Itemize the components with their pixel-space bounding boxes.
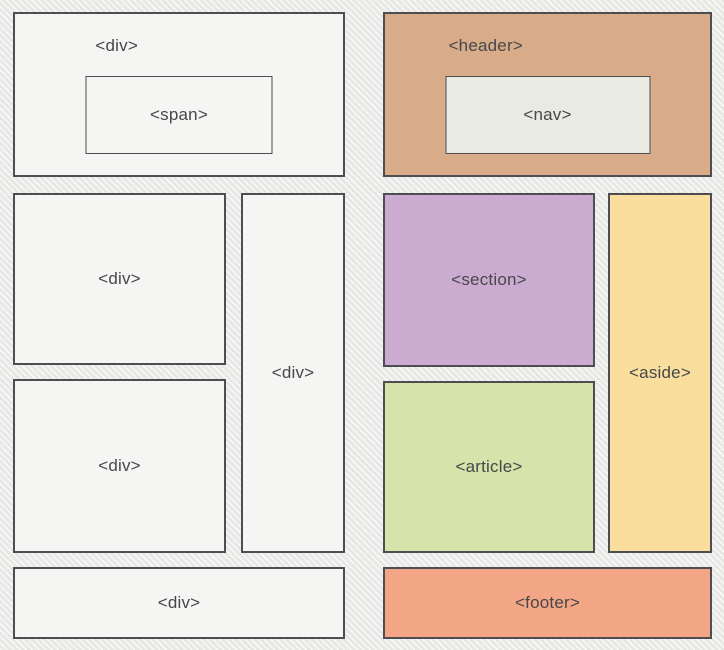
span-box: <span> <box>85 76 273 154</box>
footer-label: <footer> <box>515 593 580 612</box>
footer-box: <footer> <box>383 567 712 639</box>
div-secondary-label: <div> <box>98 456 141 475</box>
article-box: <article> <box>383 381 595 553</box>
span-label: <span> <box>150 105 208 124</box>
div-container-box: <div> <span> <box>13 12 345 177</box>
article-label: <article> <box>455 457 523 476</box>
section-box: <section> <box>383 193 595 367</box>
div-main-box: <div> <box>13 193 226 365</box>
header-box: <header> <nav> <box>383 12 712 177</box>
section-label: <section> <box>451 270 527 289</box>
div-bottom-label: <div> <box>157 593 201 612</box>
header-label: <header> <box>448 36 523 55</box>
div-secondary-box: <div> <box>13 379 226 553</box>
aside-box: <aside> <box>608 193 712 553</box>
div-bottom-box: <div> <box>13 567 345 639</box>
div-container-label: <div> <box>95 36 138 55</box>
nav-label: <nav> <box>523 105 572 124</box>
div-sidebar-label: <div> <box>271 363 315 382</box>
div-sidebar-box: <div> <box>241 193 345 553</box>
div-main-label: <div> <box>98 269 141 288</box>
nav-box: <nav> <box>445 76 650 154</box>
aside-label: <aside> <box>629 363 691 382</box>
